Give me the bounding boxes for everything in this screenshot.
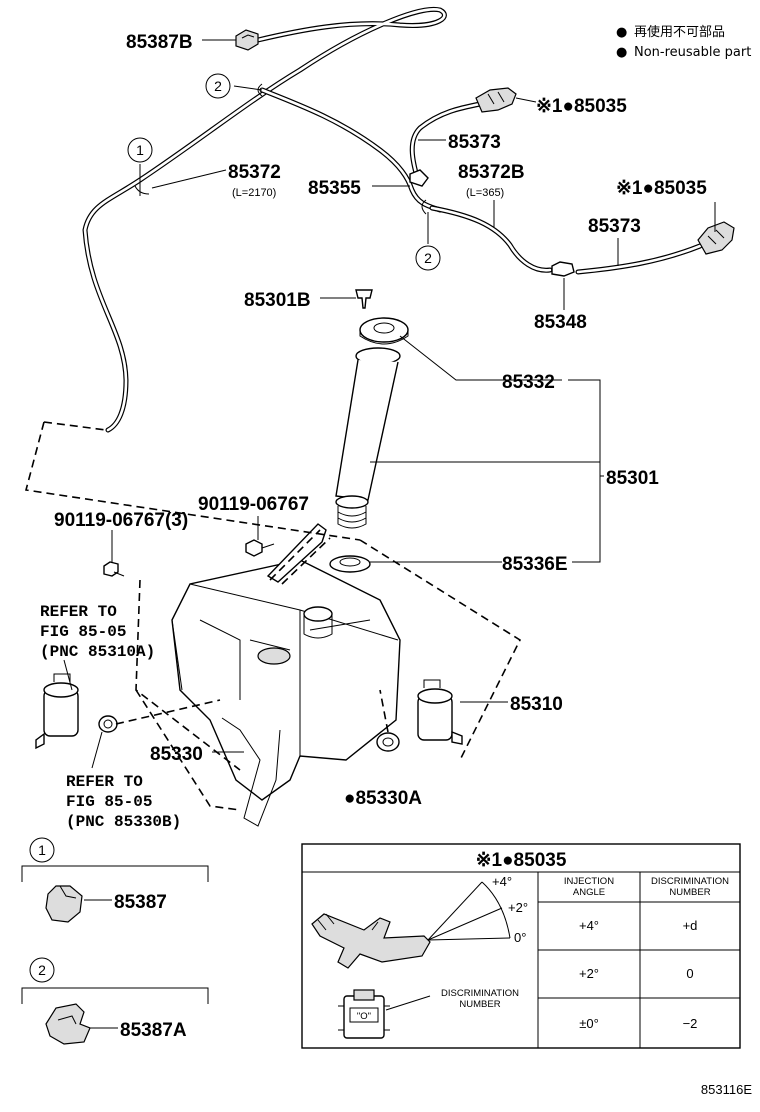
- label-85301: 85301: [606, 468, 659, 489]
- pump-85310: [417, 679, 463, 745]
- label-detail-85387: 85387: [114, 892, 167, 913]
- nozzle-85035-top: [475, 87, 517, 113]
- callout-2-upper: 2: [214, 78, 222, 94]
- label-85372B: 85372B: [458, 162, 525, 183]
- header-discrimination-line2: NUMBER: [669, 887, 710, 898]
- ref-a-line3: (PNC 85310A): [40, 643, 155, 661]
- detail-2: 2 85387A: [21, 957, 209, 1045]
- detail-1-number: 1: [38, 842, 46, 858]
- label-90119-single: 90119-06767: [198, 494, 309, 515]
- inlet-85301: [335, 347, 401, 529]
- hose-85372-branch: [259, 87, 443, 213]
- clamp-lower-mark: [421, 199, 427, 215]
- joint-85355: [409, 169, 429, 187]
- ref-a-line2: FIG 85-05: [40, 623, 126, 641]
- label-detail-85387A: 85387A: [120, 1020, 187, 1041]
- ref-b-line1: REFER TO: [66, 773, 143, 791]
- tank-85330: [171, 523, 401, 827]
- connector-label-line1: DISCRIMINATION: [441, 988, 519, 999]
- part-labels: 85387B ※1●85035 85373 85372 (L=2170) 853…: [40, 32, 707, 831]
- row2-angle: +2°: [579, 966, 599, 981]
- connector-discrimination-mark: "O": [357, 1011, 371, 1022]
- callout-1-hose: 1: [136, 142, 144, 158]
- label-85035-right: ※1●85035: [616, 178, 707, 199]
- label-85301B: 85301B: [244, 290, 311, 311]
- label-85355: 85355: [308, 178, 361, 199]
- connector-label-line2: NUMBER: [459, 999, 500, 1010]
- hose-85372B: [429, 205, 553, 273]
- bolt-90119-single: [245, 539, 275, 557]
- header-injection-line2: ANGLE: [573, 887, 605, 898]
- nozzle-85035-right: [697, 221, 735, 255]
- ref-b-line2: FIG 85-05: [66, 793, 152, 811]
- label-85330A: ●85330A: [344, 788, 422, 809]
- label-85387B: 85387B: [126, 32, 193, 53]
- bolt-90119-triple: [103, 561, 125, 577]
- header-injection-line1: INJECTION: [564, 876, 614, 887]
- figure-code: 853116E: [701, 1082, 752, 1097]
- label-85310: 85310: [510, 694, 563, 715]
- callout-2-lower: 2: [424, 250, 432, 266]
- nozzle-spec-table: ※1●85035 INJECTION ANGLE DISCRIMINATION …: [301, 843, 741, 1049]
- label-85332: 85332: [502, 372, 555, 393]
- grommet-85330A: [376, 732, 400, 752]
- angle-label-plus2: +2°: [508, 900, 528, 915]
- label-85372B-length: (L=365): [466, 187, 504, 199]
- hose-85372: [82, 6, 447, 433]
- connector-sketch: "O" DISCRIMINATION NUMBER: [338, 988, 519, 1039]
- legend-line-english: Non-reusable part: [634, 45, 751, 60]
- row1-number: +d: [683, 918, 698, 933]
- label-85035-top: ※1●85035: [536, 96, 627, 117]
- valve-85348: [551, 261, 575, 277]
- cap-85332: [359, 317, 409, 345]
- ref-b-line3: (PNC 85330B): [66, 813, 181, 831]
- row2-number: 0: [686, 966, 693, 981]
- row1-angle: +4°: [579, 918, 599, 933]
- label-85348: 85348: [534, 312, 587, 333]
- clip-85387B: [235, 29, 259, 51]
- table-title: ※1●85035: [476, 850, 567, 871]
- row3-number: −2: [683, 1016, 698, 1031]
- row3-angle: ±0°: [579, 1016, 599, 1031]
- label-85372: 85372: [228, 162, 281, 183]
- clip-85301B: [355, 289, 373, 309]
- hose-85373-right: [575, 243, 703, 275]
- legend-bullet-2: ●: [616, 45, 627, 60]
- ref-a-line1: REFER TO: [40, 603, 117, 621]
- label-85336E: 85336E: [502, 554, 568, 575]
- label-85372-length: (L=2170): [232, 187, 276, 199]
- angle-label-zero: 0°: [514, 930, 526, 945]
- grommet-85336E: [329, 555, 371, 573]
- legend: ● 再使用不可部品 ● Non-reusable part: [616, 24, 751, 60]
- dashed-guides: [24, 421, 522, 811]
- grommet-85330B: [98, 715, 118, 733]
- header-discrimination-line1: DISCRIMINATION: [651, 876, 729, 887]
- detail-2-number: 2: [38, 962, 46, 978]
- nozzle-angle-sketch: +4° +2° 0°: [311, 874, 528, 969]
- detail-1: 1 85387: [21, 837, 209, 923]
- clamp-85387A-mark: [257, 83, 263, 97]
- hose-85373-top: [409, 101, 483, 183]
- label-85330: 85330: [150, 744, 203, 765]
- label-85373-top: 85373: [448, 132, 501, 153]
- legend-bullet-1: ●: [616, 25, 627, 40]
- label-90119-triple: 90119-06767(3): [54, 510, 188, 531]
- label-85373-right: 85373: [588, 216, 641, 237]
- callout-circles: 2 1 2: [127, 73, 441, 271]
- pump-85310A: [35, 673, 79, 750]
- clamp-85387-mark: [134, 185, 150, 195]
- angle-label-plus4: +4°: [492, 874, 512, 889]
- legend-line-japanese: 再使用不可部品: [634, 24, 725, 40]
- leader-lines: [63, 39, 716, 769]
